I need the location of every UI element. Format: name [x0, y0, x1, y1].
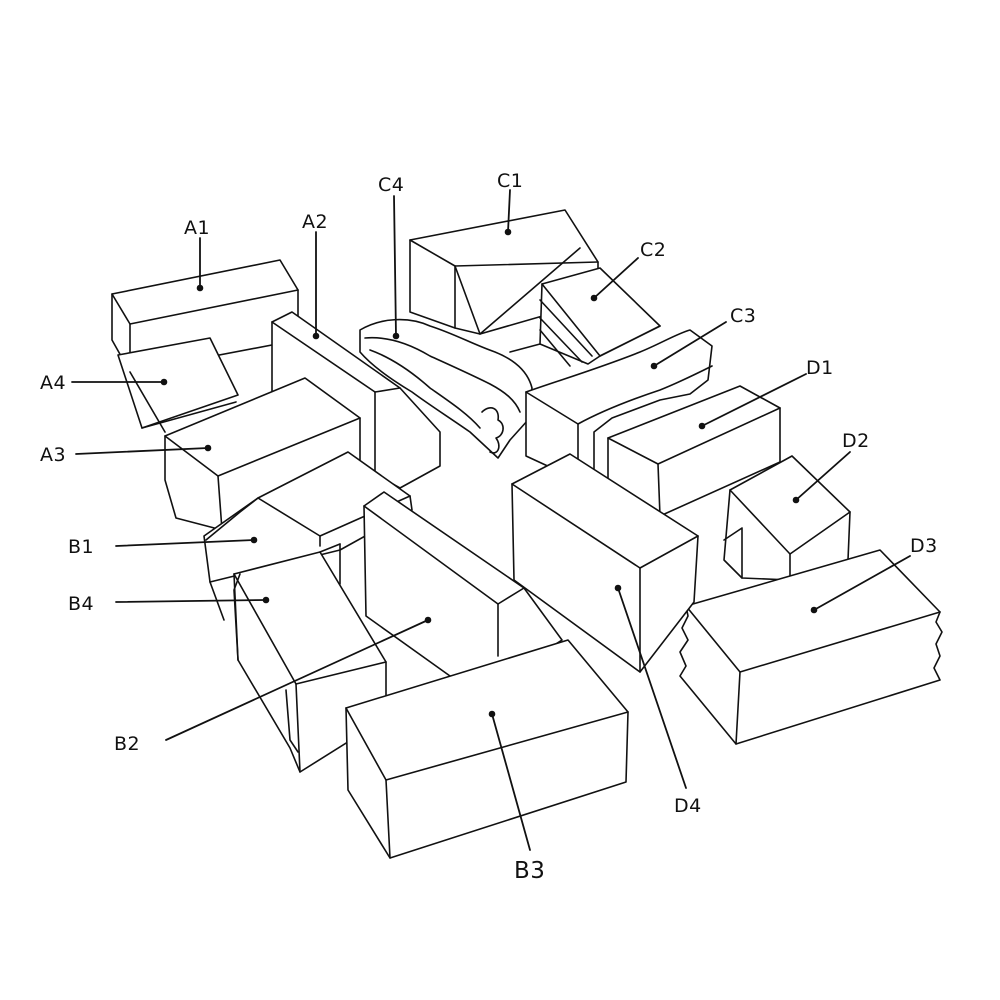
leader-d3 — [810, 555, 911, 614]
leader-d4 — [614, 584, 687, 789]
label-a4: A4 — [40, 372, 66, 394]
leader-c1 — [504, 189, 512, 236]
label-a3: A3 — [40, 444, 66, 466]
block-b3 — [345, 639, 629, 859]
leader-b4 — [115, 596, 270, 604]
label-b2: B2 — [114, 733, 140, 755]
block-c3 — [525, 329, 713, 481]
label-d3: D3 — [910, 535, 938, 557]
leader-a1 — [196, 237, 204, 292]
block-c2 — [509, 267, 661, 367]
leader-d1 — [698, 373, 807, 430]
label-a1: A1 — [184, 217, 210, 239]
leader-a4 — [71, 378, 168, 386]
label-b4: B4 — [68, 593, 94, 615]
leader-c3 — [650, 321, 727, 370]
label-a2: A2 — [302, 211, 328, 233]
leader-c2 — [590, 257, 639, 302]
block-d3 — [679, 549, 943, 745]
label-c1: C1 — [497, 170, 523, 192]
label-b3: B3 — [514, 858, 545, 884]
block-c4 — [359, 318, 533, 459]
leader-a3 — [75, 444, 212, 455]
label-d2: D2 — [842, 430, 870, 452]
leader-c4 — [392, 195, 400, 340]
label-d1: D1 — [806, 357, 834, 379]
leader-d2 — [792, 451, 851, 504]
label-d4: D4 — [674, 795, 702, 817]
label-c3: C3 — [730, 305, 756, 327]
leader-b2 — [165, 616, 432, 741]
label-c2: C2 — [640, 239, 666, 261]
leader-b3 — [488, 710, 531, 851]
leader-a2 — [312, 231, 320, 340]
label-b1: B1 — [68, 536, 94, 558]
block-d4 — [511, 453, 699, 673]
label-c4: C4 — [378, 174, 404, 196]
leader-b1 — [115, 536, 258, 547]
block-a4 — [117, 337, 239, 433]
